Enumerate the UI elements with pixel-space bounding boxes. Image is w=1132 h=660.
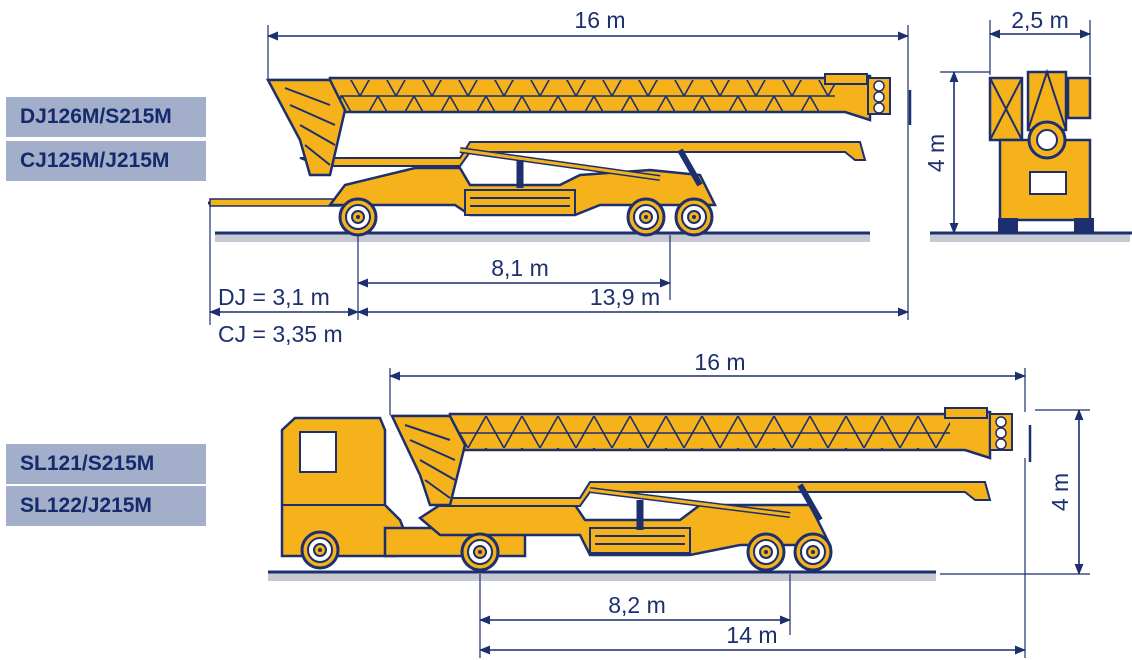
dim-label-top-width: 2,5 m bbox=[1011, 7, 1069, 33]
top-dimensions: 16 m 2,5 m 4 m 8,1 m 13,9 m DJ = 3,1 m C… bbox=[208, 7, 1092, 347]
dim-label-bottom-overall: 14 m bbox=[726, 622, 777, 648]
model-label-text: CJ125M/J215M bbox=[20, 149, 170, 172]
dim-label-top-length: 16 m bbox=[574, 7, 625, 33]
dim-label-top-height: 4 m bbox=[923, 134, 949, 172]
rear-wheel bbox=[460, 532, 500, 572]
rear-wheel bbox=[674, 197, 714, 237]
dim-label-bottom-length: 16 m bbox=[694, 349, 745, 375]
dim-label-bottom-wheelbase: 8,2 m bbox=[608, 592, 666, 618]
dim-label-top-wheelbase: 8,1 m bbox=[491, 255, 549, 281]
mast bbox=[265, 78, 347, 177]
model-label-text: SL121/S215M bbox=[20, 452, 155, 475]
top-crane-side-view bbox=[208, 73, 912, 242]
model-label-cj125m: CJ125M/J215M bbox=[6, 141, 206, 181]
model-label-sl121: SL121/S215M bbox=[6, 444, 206, 484]
bottom-crane-truck bbox=[268, 407, 1032, 581]
dim-label-dj: DJ = 3,1 m bbox=[218, 284, 330, 310]
ground-line bbox=[268, 572, 936, 581]
rear-wheel bbox=[793, 532, 833, 572]
model-label-dj126m: DJ126M/S215M bbox=[6, 97, 206, 137]
model-label-text: SL122/J215M bbox=[20, 494, 152, 517]
model-label-sl122: SL122/J215M bbox=[6, 486, 206, 526]
rear-wheel bbox=[746, 532, 786, 572]
front-wheel bbox=[300, 530, 340, 570]
top-crane-rear-view bbox=[930, 68, 1132, 242]
model-label-text: DJ126M/S215M bbox=[20, 105, 172, 128]
dim-label-top-overall: 13,9 m bbox=[590, 284, 660, 310]
dim-label-bottom-height: 4 m bbox=[1047, 473, 1073, 511]
ground-line bbox=[215, 233, 870, 242]
dim-label-cj: CJ = 3,35 m bbox=[218, 321, 343, 347]
front-wheel bbox=[338, 197, 378, 237]
bottom-dimensions: 16 m 4 m 8,2 m 14 m bbox=[388, 349, 1090, 658]
rear-wheel bbox=[626, 197, 666, 237]
